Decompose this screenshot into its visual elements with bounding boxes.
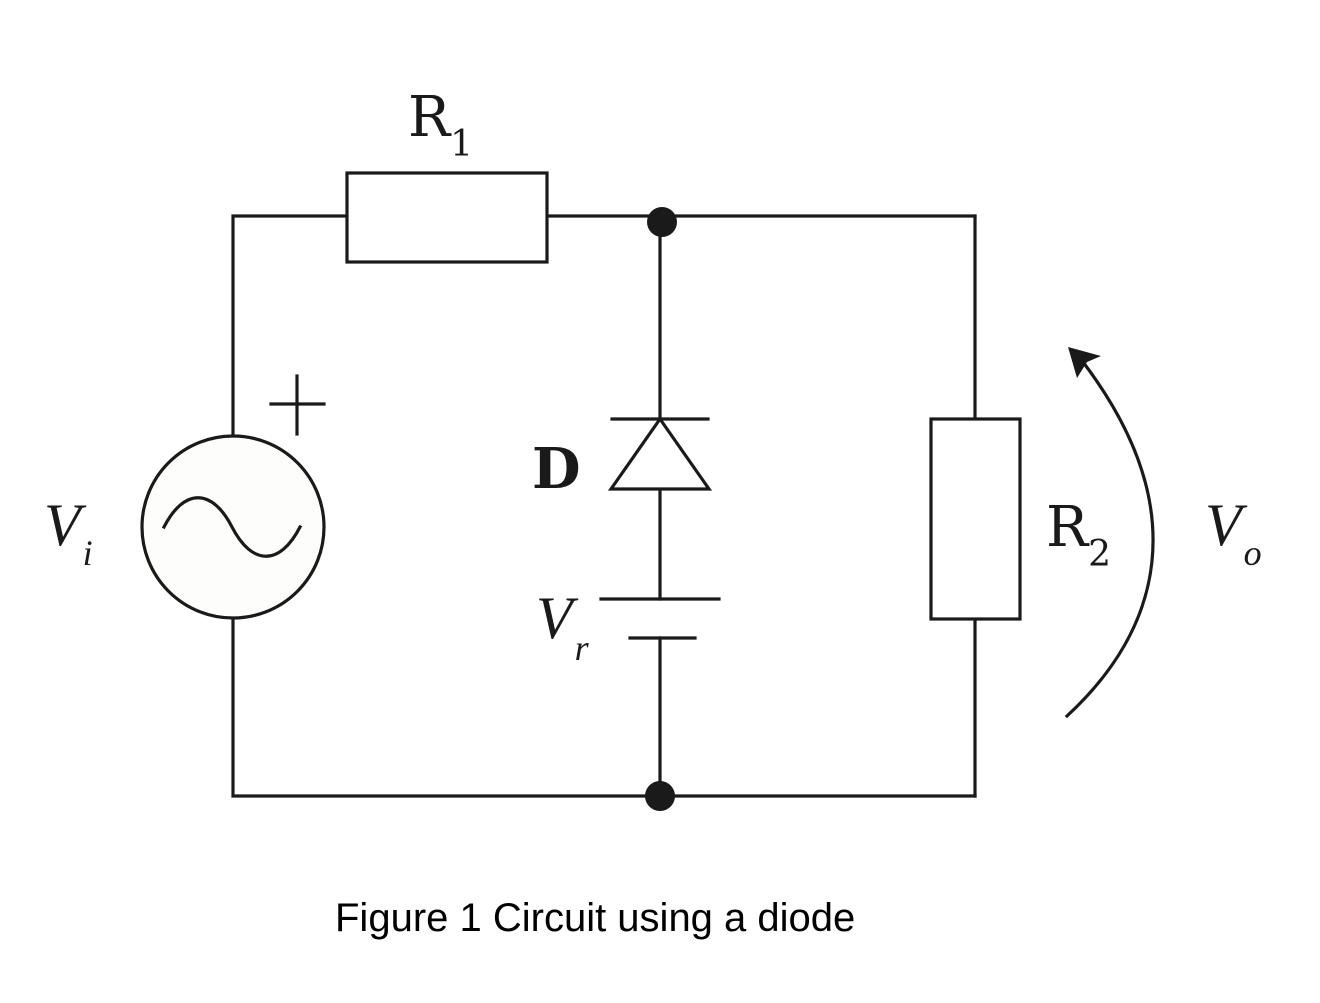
junction-bottom — [645, 781, 675, 811]
battery-vr — [599, 597, 721, 640]
arrowhead-icon — [1068, 347, 1101, 378]
sine-wave-icon — [161, 496, 303, 558]
wires — [231, 214, 977, 798]
vr-label: Vr — [536, 585, 590, 668]
vo-label: Vo — [1205, 492, 1262, 573]
plus-polarity-icon — [269, 374, 326, 436]
figure-caption: Figure 1 Circuit using a diode — [335, 896, 855, 940]
wire-bottom — [231, 617, 977, 798]
r2-label: R2 — [1046, 495, 1111, 575]
junction-top — [647, 207, 677, 237]
diode-d — [607, 416, 713, 491]
vo-arrow — [1064, 359, 1155, 719]
wire-top-left — [231, 214, 349, 436]
resistor-r2 — [929, 417, 1022, 621]
diode-label: D — [532, 436, 581, 502]
r1-label: R1 — [408, 85, 473, 165]
vi-label: Vi — [44, 492, 93, 573]
resistor-r1 — [345, 171, 549, 264]
